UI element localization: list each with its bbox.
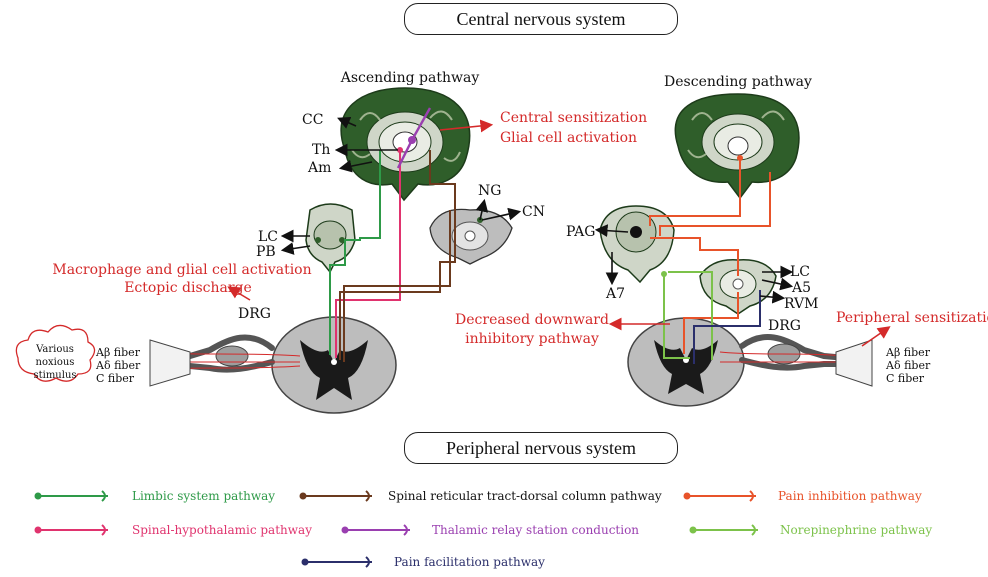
left-fiber-adelta: Aδ fiber bbox=[95, 359, 141, 372]
drg-nerve-right bbox=[719, 334, 873, 387]
legend: Limbic system pathway Spinal reticular t… bbox=[34, 489, 932, 569]
legend-item-pain-inhibition: Pain inhibition pathway bbox=[683, 489, 922, 503]
legend-item-norepinephrine: Norepinephrine pathway bbox=[689, 523, 932, 537]
legend-item-pain-facilitation: Pain facilitation pathway bbox=[301, 555, 545, 569]
glial-activation-text: Glial cell activation bbox=[500, 130, 637, 146]
label-a5: A5 bbox=[791, 280, 811, 296]
legend-item-limbic: Limbic system pathway bbox=[34, 489, 275, 503]
medulla-section-left bbox=[429, 208, 513, 265]
left-fiber-c: C fiber bbox=[96, 372, 135, 385]
stimulus-line-1: Various bbox=[35, 344, 74, 355]
peripheral-nervous-system-title: Peripheral nervous system bbox=[404, 432, 678, 464]
label-lc-left: LC bbox=[258, 229, 278, 245]
label-rvm: RVM bbox=[784, 296, 819, 312]
drg-nerve-left bbox=[149, 334, 301, 387]
label-cc: CC bbox=[302, 112, 323, 128]
legend-item-reticular: Spinal reticular tract-dorsal column pat… bbox=[299, 489, 662, 503]
label-pag: PAG bbox=[566, 224, 595, 240]
legend-label-pain-inhibition: Pain inhibition pathway bbox=[778, 489, 922, 503]
label-a7: A7 bbox=[605, 286, 625, 302]
midbrain-pag-section bbox=[599, 205, 675, 284]
decreased-downward-text-1: Decreased downward bbox=[455, 312, 609, 328]
legend-label-pain-facilitation: Pain facilitation pathway bbox=[394, 555, 545, 569]
stimulus-line-3: stimulus bbox=[33, 370, 76, 381]
noxious-stimulus-cloud bbox=[15, 324, 96, 382]
brain-section-ascending bbox=[340, 87, 471, 202]
label-ng: NG bbox=[478, 183, 501, 199]
pons-section-left bbox=[305, 203, 356, 274]
left-fiber-abeta: Aβ fiber bbox=[95, 346, 141, 359]
label-am: Am bbox=[307, 160, 331, 176]
label-drg-right: DRG bbox=[768, 318, 801, 334]
label-pb: PB bbox=[256, 244, 276, 260]
label-th: Th bbox=[312, 142, 330, 158]
label-lc-right: LC bbox=[790, 264, 810, 280]
right-fiber-c: C fiber bbox=[886, 372, 925, 385]
central-nervous-system-title: Central nervous system bbox=[404, 3, 678, 35]
ectopic-discharge-text: Ectopic discharge bbox=[124, 280, 252, 296]
legend-label-limbic: Limbic system pathway bbox=[132, 489, 275, 503]
legend-label-spinal-hypothalamic: Spinal-hypothalamic pathway bbox=[132, 523, 312, 537]
ascending-pathway-label: Ascending pathway bbox=[340, 70, 480, 86]
pons-section-right bbox=[699, 259, 777, 315]
macrophage-activation-text: Macrophage and glial cell activation bbox=[52, 262, 311, 278]
legend-item-spinal-hypothalamic: Spinal-hypothalamic pathway bbox=[34, 523, 312, 537]
descending-pathway-lines bbox=[649, 155, 771, 364]
decreased-downward-text-2: inhibitory pathway bbox=[465, 331, 599, 347]
legend-label-reticular: Spinal reticular tract-dorsal column pat… bbox=[388, 489, 662, 503]
legend-item-thalamic-relay: Thalamic relay station conduction bbox=[341, 523, 639, 537]
label-drg-left: DRG bbox=[238, 306, 271, 322]
stimulus-line-2: noxious bbox=[36, 357, 75, 368]
ascending-pathway-lines bbox=[329, 107, 456, 362]
spinal-cord-left bbox=[271, 316, 397, 414]
descending-pathway-label: Descending pathway bbox=[664, 74, 812, 90]
brain-section-descending bbox=[674, 93, 800, 200]
central-sensitization-text: Central sensitization bbox=[500, 110, 647, 126]
right-fiber-abeta: Aβ fiber bbox=[885, 346, 931, 359]
right-fiber-adelta: Aδ fiber bbox=[885, 359, 931, 372]
legend-label-norepinephrine: Norepinephrine pathway bbox=[780, 523, 932, 537]
legend-label-thalamic-relay: Thalamic relay station conduction bbox=[432, 523, 639, 537]
peripheral-sensitization-text: Peripheral sensitization bbox=[836, 310, 988, 326]
label-cn: CN bbox=[522, 204, 545, 220]
